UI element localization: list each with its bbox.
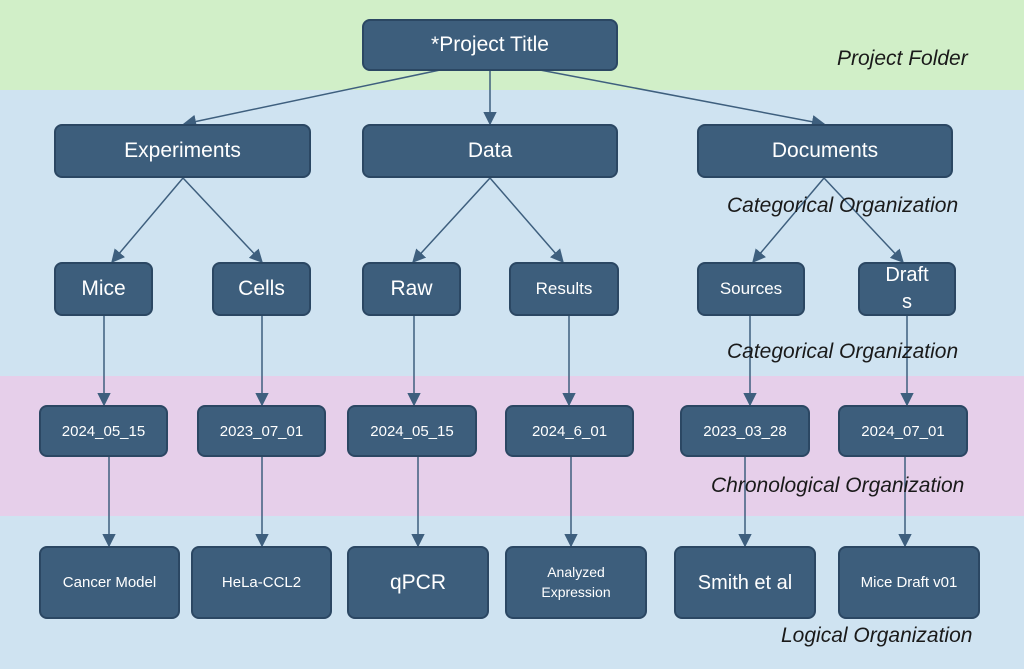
node-date-cells: 2023_07_01 bbox=[197, 405, 326, 457]
node-date-drafts: 2024_07_01 bbox=[838, 405, 968, 457]
label-categorical-organization-1: Categorical Organization bbox=[727, 194, 959, 217]
node-hela-ccl2: HeLa-CCL2 bbox=[191, 546, 332, 619]
node-cells: Cells bbox=[212, 262, 311, 316]
node-qpcr: qPCR bbox=[347, 546, 489, 619]
label-categorical-organization-2: Categorical Organization bbox=[727, 340, 959, 363]
node-date-results: 2024_6_01 bbox=[505, 405, 634, 457]
node-date-sources: 2023_03_28 bbox=[680, 405, 810, 457]
node-date-raw: 2024_05_15 bbox=[347, 405, 477, 457]
node-drafts: Draft s bbox=[858, 262, 956, 316]
node-experiments: Experiments bbox=[54, 124, 311, 178]
node-data: Data bbox=[362, 124, 618, 178]
label-chronological-organization: Chronological Organization bbox=[711, 474, 965, 497]
node-analyzed-expression: Analyzed Expression bbox=[505, 546, 647, 619]
node-cancer-model: Cancer Model bbox=[39, 546, 180, 619]
node-mice-draft-v01: Mice Draft v01 bbox=[838, 546, 980, 619]
node-raw: Raw bbox=[362, 262, 461, 316]
node-documents: Documents bbox=[697, 124, 953, 178]
node-mice: Mice bbox=[54, 262, 153, 316]
node-project-title: *Project Title bbox=[362, 19, 618, 71]
node-date-mice: 2024_05_15 bbox=[39, 405, 168, 457]
node-smith-et-al: Smith et al bbox=[674, 546, 816, 619]
label-logical-organization: Logical Organization bbox=[781, 624, 973, 647]
label-project-folder: Project Folder bbox=[837, 47, 968, 70]
node-sources: Sources bbox=[697, 262, 805, 316]
node-results: Results bbox=[509, 262, 619, 316]
